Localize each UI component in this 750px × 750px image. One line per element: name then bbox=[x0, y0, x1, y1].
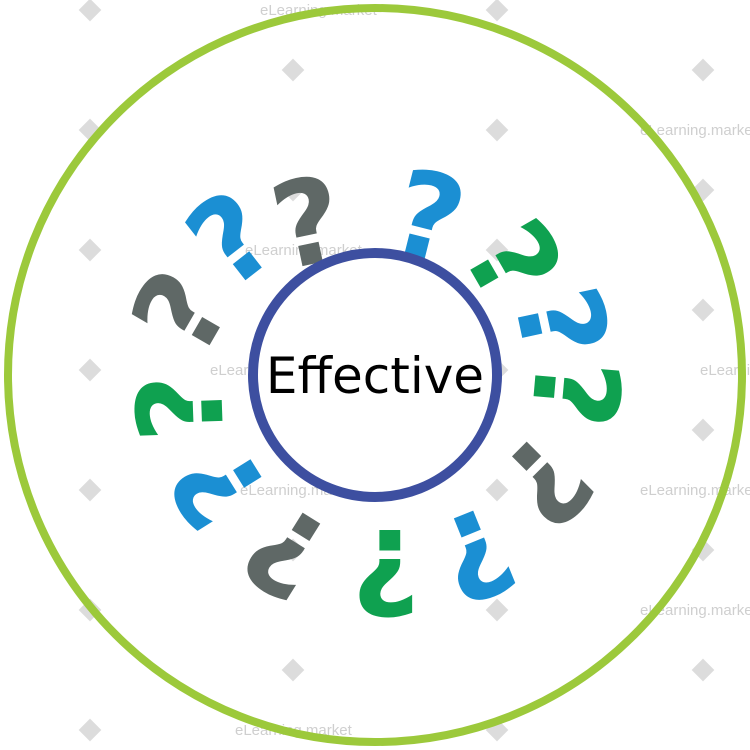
watermark-diamond bbox=[78, 358, 102, 382]
watermark-diamond bbox=[78, 718, 102, 742]
watermark-diamond bbox=[78, 0, 102, 22]
watermark-diamond bbox=[281, 538, 305, 562]
watermark-diamond bbox=[485, 598, 509, 622]
watermark-text: eLearning.market bbox=[640, 602, 750, 619]
watermark-diamond bbox=[281, 58, 305, 82]
inner-ring bbox=[248, 248, 502, 502]
watermark-text: eLearning.market bbox=[245, 242, 363, 259]
outer-ring bbox=[4, 4, 746, 746]
question-mark-icon: ? bbox=[418, 477, 533, 631]
question-mark-icon: ? bbox=[503, 353, 646, 433]
watermark-diamond bbox=[691, 418, 715, 442]
watermark-diamond bbox=[485, 118, 509, 142]
watermark-diamond bbox=[691, 298, 715, 322]
watermark-text: eLearning.market bbox=[640, 122, 750, 139]
center-label: Effective bbox=[266, 347, 484, 405]
watermark-diamond bbox=[691, 58, 715, 82]
question-mark-icon: ? bbox=[111, 371, 251, 444]
watermark-diamond bbox=[78, 478, 102, 502]
watermark-diamond bbox=[691, 658, 715, 682]
watermark-diamond bbox=[78, 238, 102, 262]
watermark-diamond bbox=[485, 478, 509, 502]
watermark-text: eLearning.market bbox=[640, 482, 750, 499]
watermark-diamond bbox=[485, 0, 509, 22]
watermark-text: eLearning.market bbox=[700, 362, 750, 379]
watermark-diamond bbox=[281, 658, 305, 682]
question-mark-icon: ? bbox=[352, 502, 420, 640]
